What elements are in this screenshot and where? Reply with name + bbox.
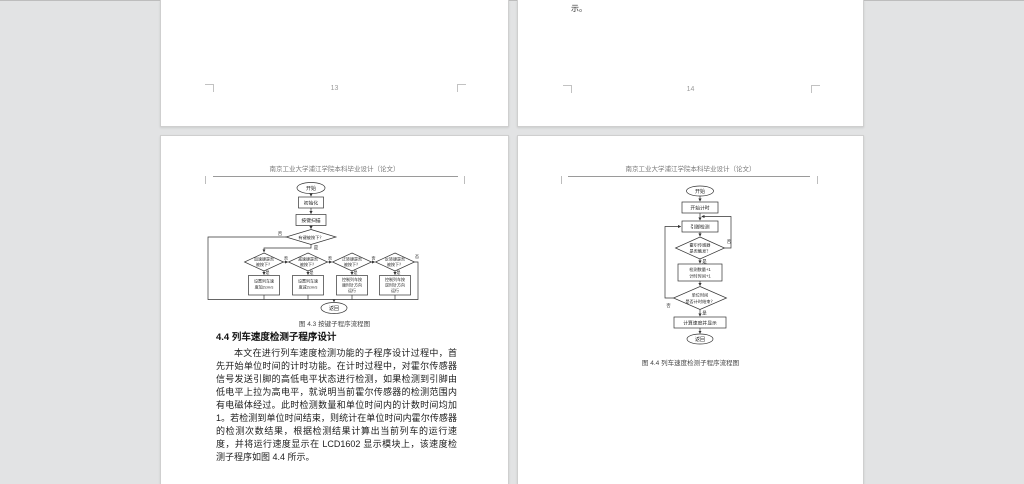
- node-accumulate: 检测数量+1 计时时间+1: [677, 263, 723, 282]
- svg-text:是否触发？: 是否触发？: [690, 248, 711, 255]
- connectors: [664, 196, 732, 334]
- flowchart-4-3[interactable]: 开始 初始化 按键扫描 有键被按下？ 否 是 加速键是否 被按下？ 否 是 减速…: [161, 136, 510, 336]
- svg-text:设置列车速: 设置列车速: [254, 278, 274, 284]
- svg-text:有键被按下？: 有键被按下？: [298, 234, 323, 241]
- svg-text:是: 是: [702, 311, 707, 317]
- node-hall-check: 霍尔传感器 是否触发？ 否 是: [674, 236, 732, 265]
- svg-text:顺时针方向: 顺时针方向: [342, 282, 362, 288]
- node-return: 返回: [686, 333, 714, 345]
- figure-caption: 图 4.4 列车速度检测子程序流程图: [641, 360, 740, 367]
- svg-text:是: 是: [310, 269, 314, 275]
- svg-text:加速键是否: 加速键是否: [254, 256, 274, 262]
- body-paragraph: 本文在进行列车速度检测功能的子程序设计过程中，首先开始单位时间的计时功能。在计时…: [216, 348, 457, 462]
- node-r4: 控制列车按 逆时针方向 运行: [379, 275, 411, 296]
- svg-text:是: 是: [266, 269, 270, 275]
- margin-corner-mark: [205, 84, 214, 92]
- svg-text:否: 否: [415, 254, 419, 259]
- svg-text:引脚检测: 引脚检测: [690, 224, 709, 231]
- svg-text:否: 否: [278, 231, 283, 237]
- node-d2: 减速键是否 被按下？ 否 是: [287, 252, 332, 275]
- svg-text:单位时间: 单位时间: [692, 292, 709, 299]
- svg-text:设置列车速: 设置列车速: [298, 278, 318, 284]
- svg-text:否: 否: [666, 303, 671, 309]
- running-header: 南京工业大学浦江学院本科毕业设计（论文）: [269, 166, 400, 173]
- paragraph-last-line: 示。: [571, 4, 587, 13]
- section-heading: 4.4 列车速度检测子程序设计: [216, 332, 337, 343]
- window-top-edge: [0, 0, 1024, 1]
- svg-text:运行: 运行: [391, 287, 399, 293]
- node-start-timing: 开始计时: [681, 201, 719, 214]
- node-start: 开始: [686, 185, 714, 197]
- node-start: 开始: [296, 182, 326, 194]
- svg-text:是: 是: [397, 269, 401, 275]
- svg-text:计算速度并显示: 计算速度并显示: [683, 320, 717, 327]
- svg-text:检测数量+1: 检测数量+1: [689, 266, 711, 273]
- page-number: 13: [330, 85, 339, 92]
- header-rule: [213, 176, 458, 177]
- svg-text:控制列车按: 控制列车按: [342, 276, 362, 282]
- margin-corner-mark: [811, 85, 820, 93]
- svg-text:被按下？: 被按下？: [300, 261, 316, 267]
- node-init: 初始化: [298, 196, 324, 209]
- svg-text:是: 是: [702, 259, 707, 265]
- node-key-check: 有键被按下？ 否 是: [278, 229, 338, 251]
- page-16[interactable]: 南京工业大学浦江学院本科毕业设计（论文） 开始: [517, 135, 864, 484]
- svg-text:是: 是: [314, 245, 319, 251]
- svg-text:否: 否: [328, 256, 332, 261]
- svg-text:度加2cm/s: 度加2cm/s: [255, 284, 274, 290]
- margin-corner-mark: [563, 85, 572, 93]
- node-d3: 正转键是否 被按下？ 否 是: [331, 252, 376, 275]
- svg-text:开始计时: 开始计时: [690, 205, 709, 212]
- margin-tick: [464, 176, 465, 184]
- svg-text:控制列车按: 控制列车按: [385, 276, 405, 282]
- svg-text:初始化: 初始化: [304, 200, 319, 207]
- node-d4: 反转键是否 被按下？ 否 是: [374, 252, 419, 275]
- node-pin-detect: 引脚检测: [681, 220, 719, 233]
- svg-text:度减2cm/s: 度减2cm/s: [299, 284, 318, 290]
- svg-text:返回: 返回: [329, 305, 339, 312]
- figure-caption: 图 4.3 按键子程序流程图: [298, 321, 371, 328]
- header-rule: [568, 176, 810, 177]
- svg-text:否: 否: [372, 256, 376, 261]
- node-d1: 加速键是否 被按下？ 否 是: [243, 252, 288, 275]
- svg-text:按键扫描: 按键扫描: [301, 217, 320, 224]
- node-r1: 设置列车速 度加2cm/s: [248, 275, 280, 296]
- svg-text:正转键是否: 正转键是否: [342, 256, 362, 262]
- node-r2: 设置列车速 度减2cm/s: [292, 275, 324, 296]
- page-13[interactable]: 13: [160, 0, 509, 127]
- svg-text:被按下？: 被按下？: [387, 261, 403, 267]
- svg-text:是否计时结束？: 是否计时结束？: [685, 298, 714, 305]
- svg-text:逆时针方向: 逆时针方向: [385, 282, 405, 288]
- node-return: 返回: [320, 302, 348, 314]
- page-14[interactable]: 示。 14: [517, 0, 864, 127]
- svg-text:被按下？: 被按下？: [256, 261, 272, 267]
- svg-text:返回: 返回: [695, 336, 705, 343]
- running-header: 南京工业大学浦江学院本科毕业设计（论文）: [625, 166, 756, 173]
- page-number: 14: [686, 86, 695, 93]
- svg-text:否: 否: [284, 256, 288, 261]
- margin-corner-mark: [457, 84, 466, 92]
- svg-text:运行: 运行: [348, 287, 356, 293]
- node-unit-time-check: 单位时间 是否计时结束？ 否 是: [666, 286, 728, 317]
- svg-text:减速键是否: 减速键是否: [298, 256, 318, 262]
- margin-tick: [817, 176, 818, 184]
- node-scan: 按键扫描: [295, 214, 327, 226]
- svg-text:计时时间+1: 计时时间+1: [689, 273, 711, 280]
- svg-text:是: 是: [354, 269, 358, 275]
- svg-text:开始: 开始: [695, 188, 705, 195]
- svg-text:被按下？: 被按下？: [344, 261, 360, 267]
- svg-text:反转键是否: 反转键是否: [385, 256, 405, 262]
- svg-text:否: 否: [727, 239, 732, 245]
- node-r3: 控制列车按 顺时针方向 运行: [336, 275, 368, 296]
- node-calc-display: 计算速度并显示: [673, 316, 727, 329]
- margin-tick: [561, 176, 562, 184]
- flowchart-4-4[interactable]: 开始 开始计时 引脚检测 霍尔传感器 是否触发？ 否 是 检测数量+1 计时时间…: [518, 136, 865, 376]
- margin-tick: [205, 176, 206, 184]
- svg-text:霍尔传感器: 霍尔传感器: [690, 242, 712, 249]
- page-15[interactable]: 南京工业大学浦江学院本科毕业设计（论文）: [160, 135, 509, 484]
- svg-text:开始: 开始: [306, 185, 316, 192]
